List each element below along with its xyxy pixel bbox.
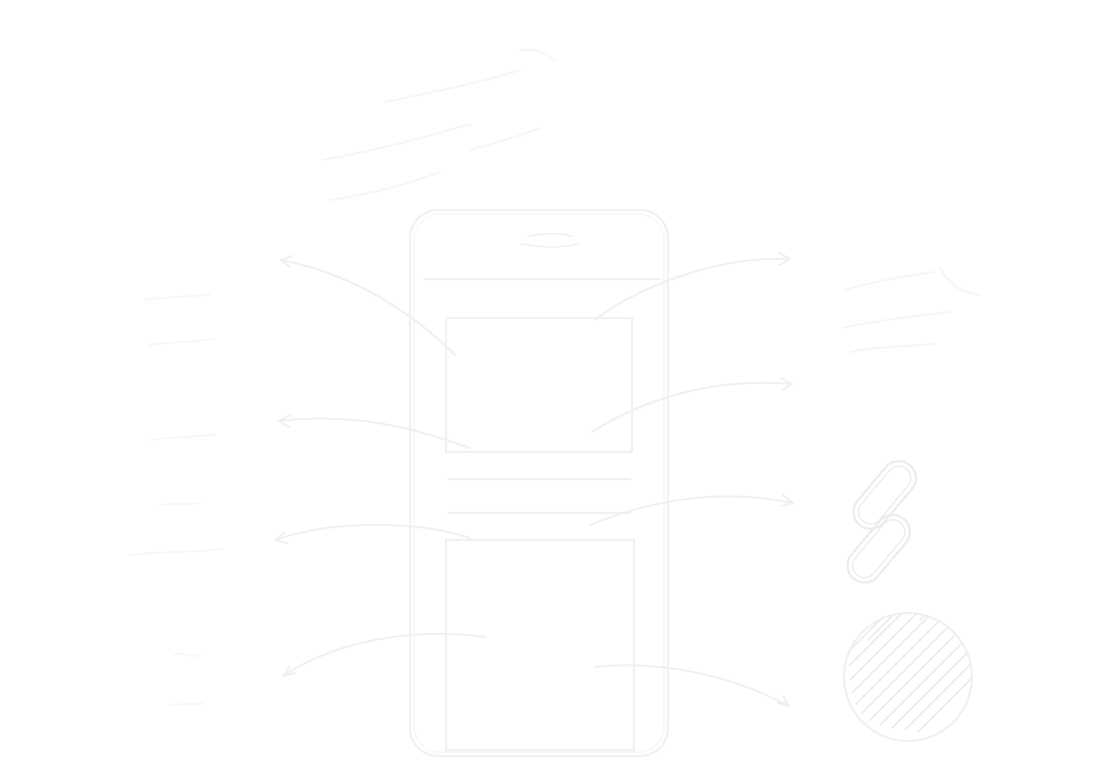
left-notes-scribbles <box>129 293 223 707</box>
arrow-left-4 <box>282 632 486 677</box>
right-notes-scribbles <box>841 267 981 353</box>
arrow-right-2 <box>591 381 793 433</box>
callout-arrows-right <box>589 252 794 707</box>
callout-arrows-left <box>274 255 486 677</box>
arrow-left-1 <box>280 259 456 356</box>
phone-speaker <box>527 232 573 237</box>
phone-notch <box>521 243 579 248</box>
arrow-left-2 <box>278 417 471 449</box>
chain-link-icon <box>846 460 917 584</box>
content-block-bottom <box>444 538 636 752</box>
arrow-right-3 <box>589 495 794 526</box>
arrow-right-1 <box>594 257 791 321</box>
content-block-top <box>444 316 634 454</box>
phone-wireframe-icon <box>408 208 670 758</box>
arrow-left-3 <box>274 523 471 541</box>
arrow-right-4 <box>594 664 790 707</box>
background-scribbles <box>321 48 556 201</box>
hatched-globe-icon <box>843 612 973 742</box>
